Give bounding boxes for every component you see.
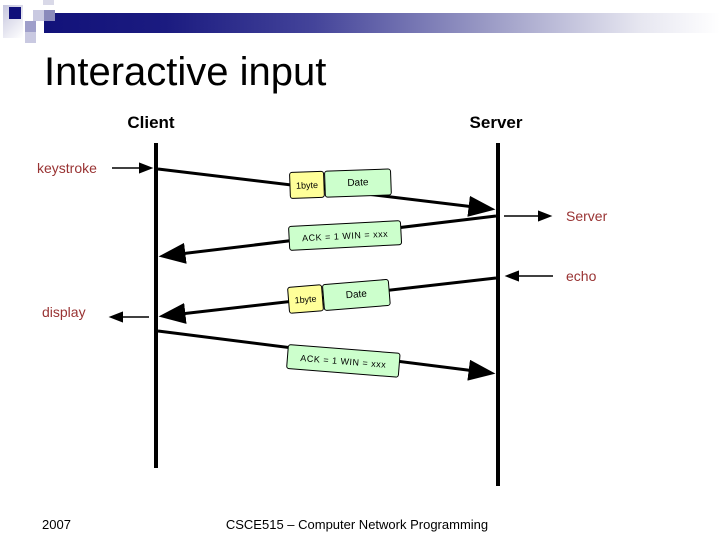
display-label: display [42,304,86,320]
msg2-size-box: 1byte [287,284,325,314]
server-process-label: Server [566,208,608,224]
segment-msg1: 1byte Date [289,168,392,199]
template-deco-square-slate2 [25,21,36,32]
template-deco-square-slate1 [44,10,55,21]
msg1-payload-box: Date [323,168,392,198]
template-deco-square-light2 [25,32,36,43]
echo-label: echo [566,268,597,284]
footer-year: 2007 [42,517,71,532]
footer-course: CSCE515 – Computer Network Programming [225,517,489,532]
template-deco-square-top [43,0,54,5]
template-deco-square-navy [9,7,21,19]
server-heading: Server [469,113,523,132]
msg2-payload-box: Date [321,278,391,312]
client-heading: Client [127,113,175,132]
template-deco-bar [44,13,720,33]
template-deco-square-light1 [33,10,44,21]
slide-title: Interactive input [44,50,327,94]
keystroke-label: keystroke [37,160,97,176]
msg1-size-box: 1byte [289,170,325,199]
